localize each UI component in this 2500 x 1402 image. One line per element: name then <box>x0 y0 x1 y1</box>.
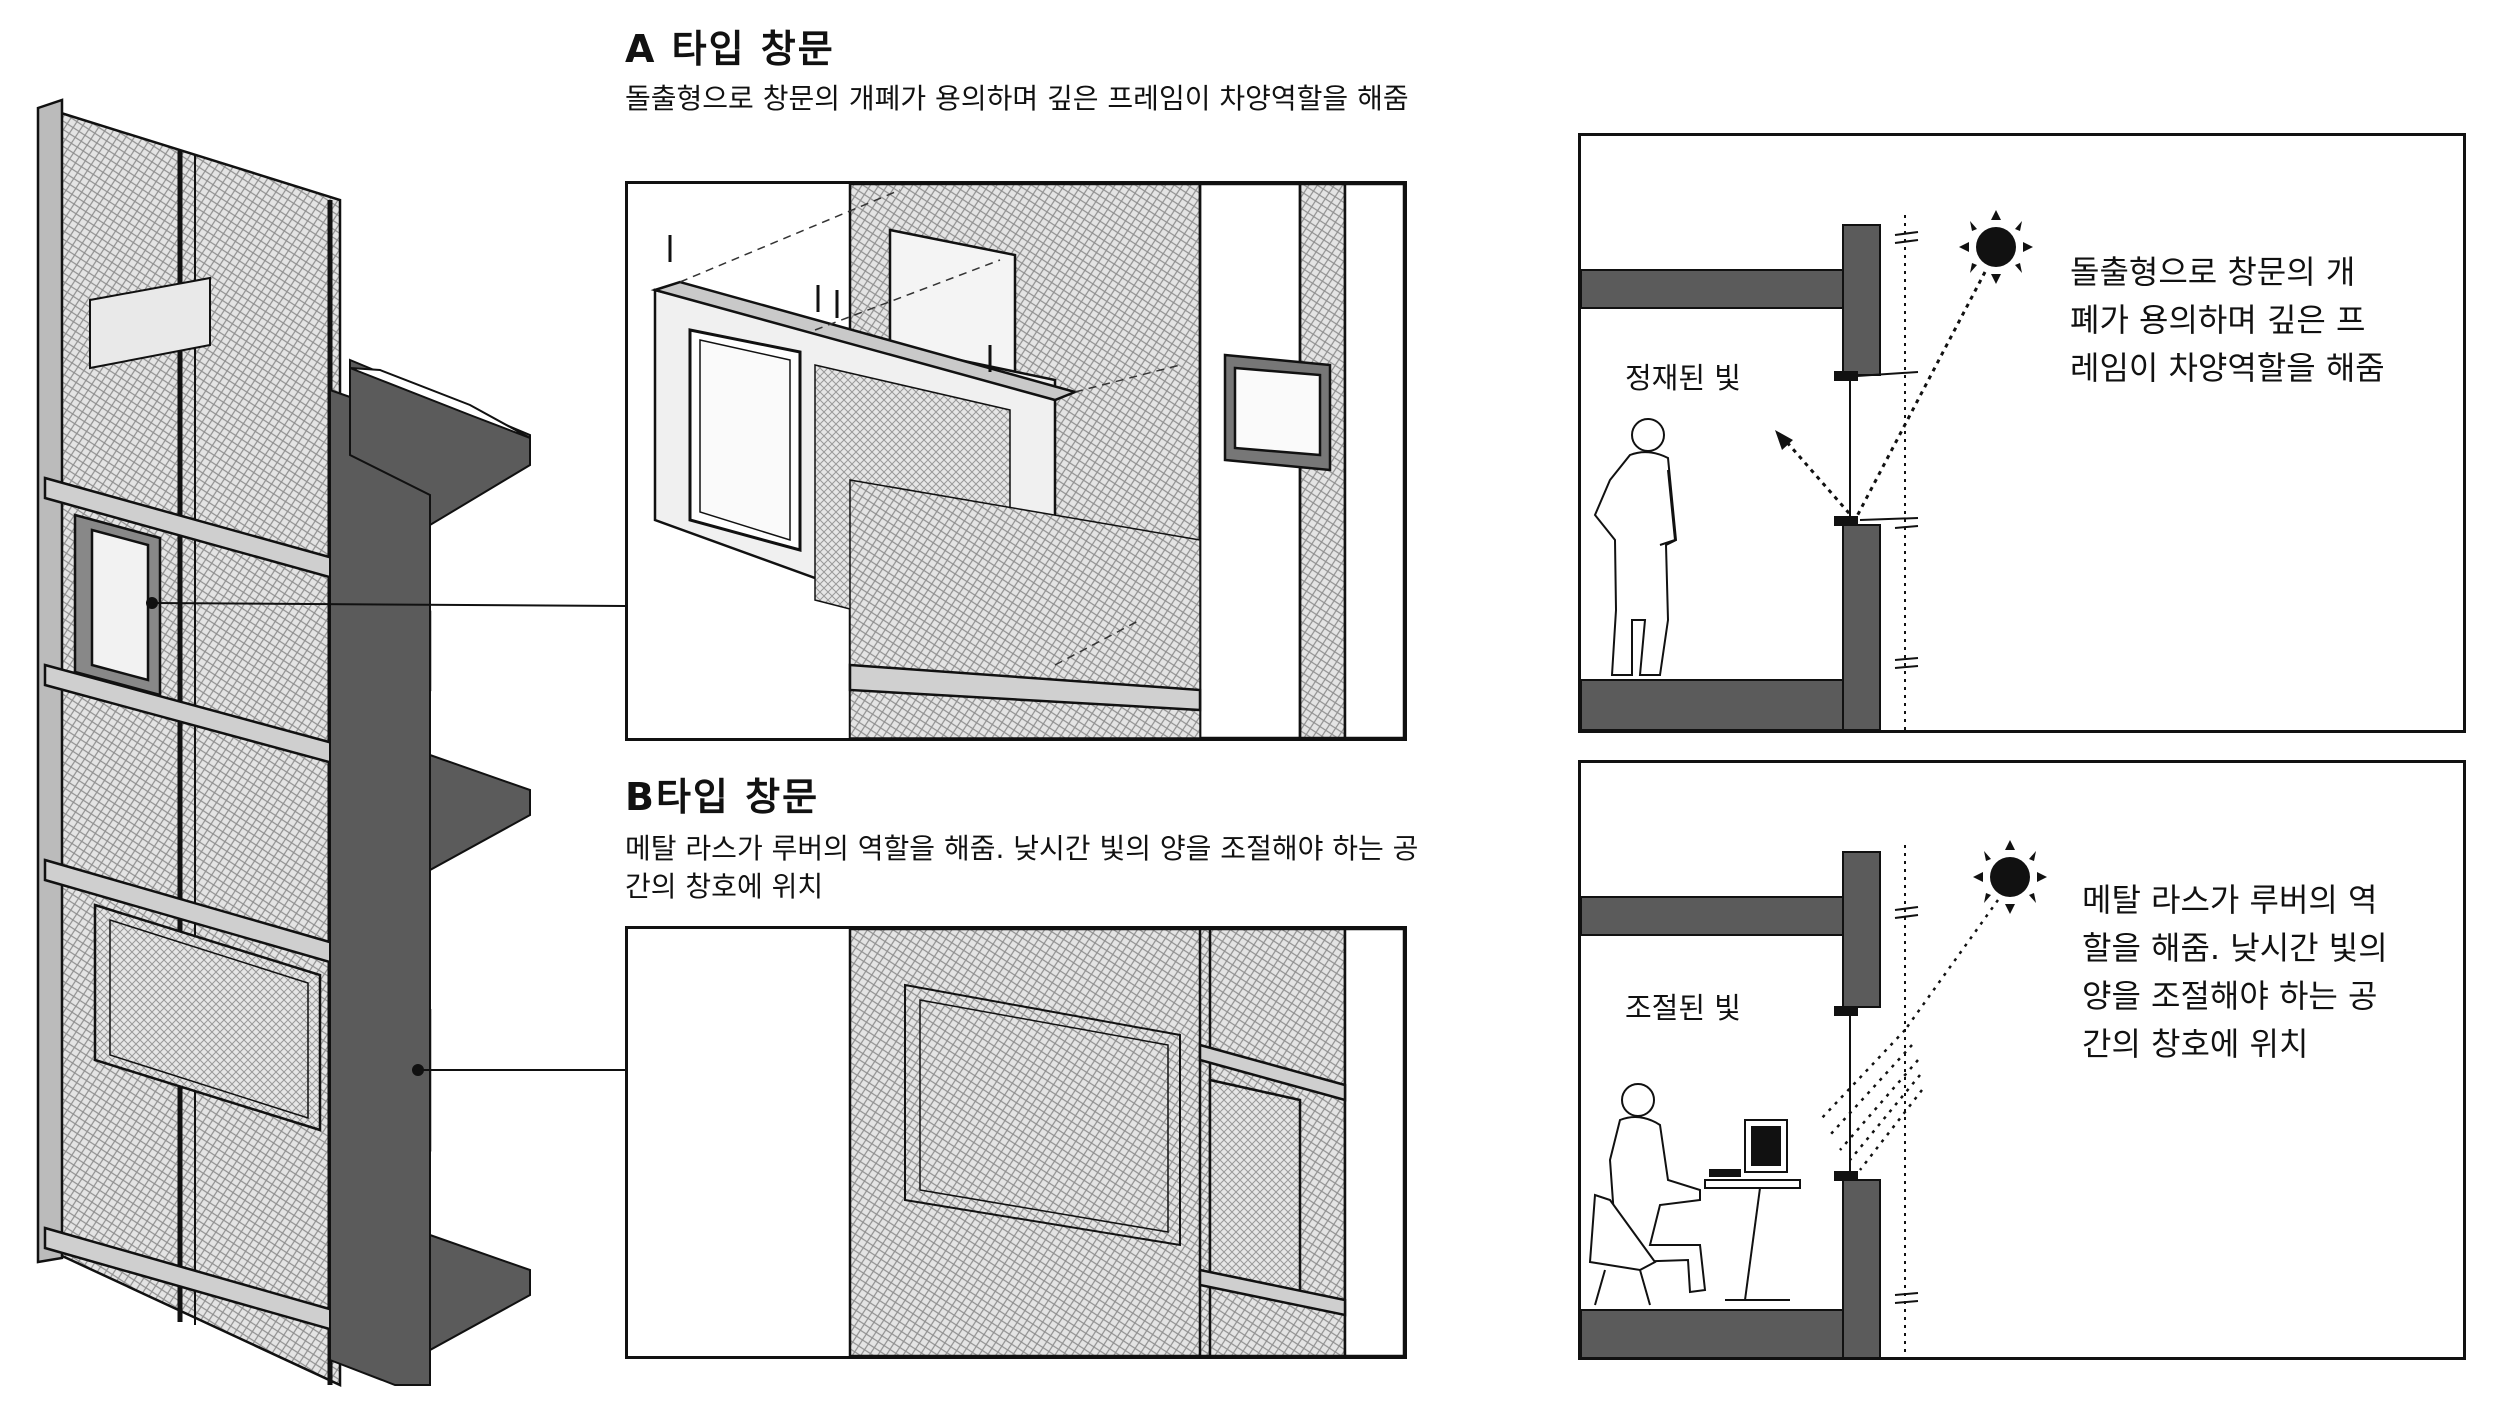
sun-icon-a <box>1959 210 2033 284</box>
section-a-box <box>1578 133 2466 733</box>
standing-person-icon <box>1593 418 1678 676</box>
type-a-description: 돌출형으로 창문의 개폐가 용의하며 깊은 프레임이 차양역할을 해줌 <box>625 82 1409 115</box>
section-b-note-line: 양을 조절해야 하는 공 <box>2082 977 2378 1015</box>
light-ray-a <box>1783 271 1987 521</box>
section-a-note-line: 폐가 용의하며 깊은 프 <box>2070 301 2366 339</box>
diffused-light-b <box>1819 899 2000 1171</box>
section-a-light-label: 정재된 빛 <box>1625 361 1741 395</box>
section-b-note-line: 메탈 라스가 루버의 역 <box>2082 881 2378 919</box>
type-b-description: 메탈 라스가 루버의 역할을 해줌. 낮시간 빛의 양을 조절해야 하는 공간의… <box>625 832 1419 903</box>
section-a-note-line: 레임이 차양역할을 해줌 <box>2070 349 2385 387</box>
section-a-note: 돌출형으로 창문의 개 폐가 용의하며 깊은 프 레임이 차양역할을 해줌 <box>2070 248 2385 392</box>
section-b-note: 메탈 라스가 루버의 역 할을 해줌. 낮시간 빛의 양을 조절해야 하는 공 … <box>2082 876 2388 1068</box>
section-a-structure <box>1580 224 1881 731</box>
section-b-structure <box>1580 851 1881 1359</box>
reflected-ray-arrow <box>1775 430 1793 450</box>
section-b-light-label: 조절된 빛 <box>1625 991 1741 1025</box>
seated-person-at-desk-icon <box>1588 1083 1801 1306</box>
section-b-box <box>1578 760 2466 1360</box>
type-a-title: A 타입 창문 <box>625 27 835 71</box>
sun-icon-b <box>1973 840 2047 914</box>
structure-slabs <box>329 358 531 1386</box>
section-b-note-line: 간의 창호에 위치 <box>2082 1025 2309 1063</box>
leader-lines <box>146 597 626 1076</box>
type-b-title: B타입 창문 <box>625 775 820 819</box>
section-a-note-line: 돌출형으로 창문의 개 <box>2070 253 2356 291</box>
upper-opening <box>89 276 211 370</box>
section-b-note-line: 할을 해줌. 낮시간 빛의 <box>2082 929 2388 967</box>
